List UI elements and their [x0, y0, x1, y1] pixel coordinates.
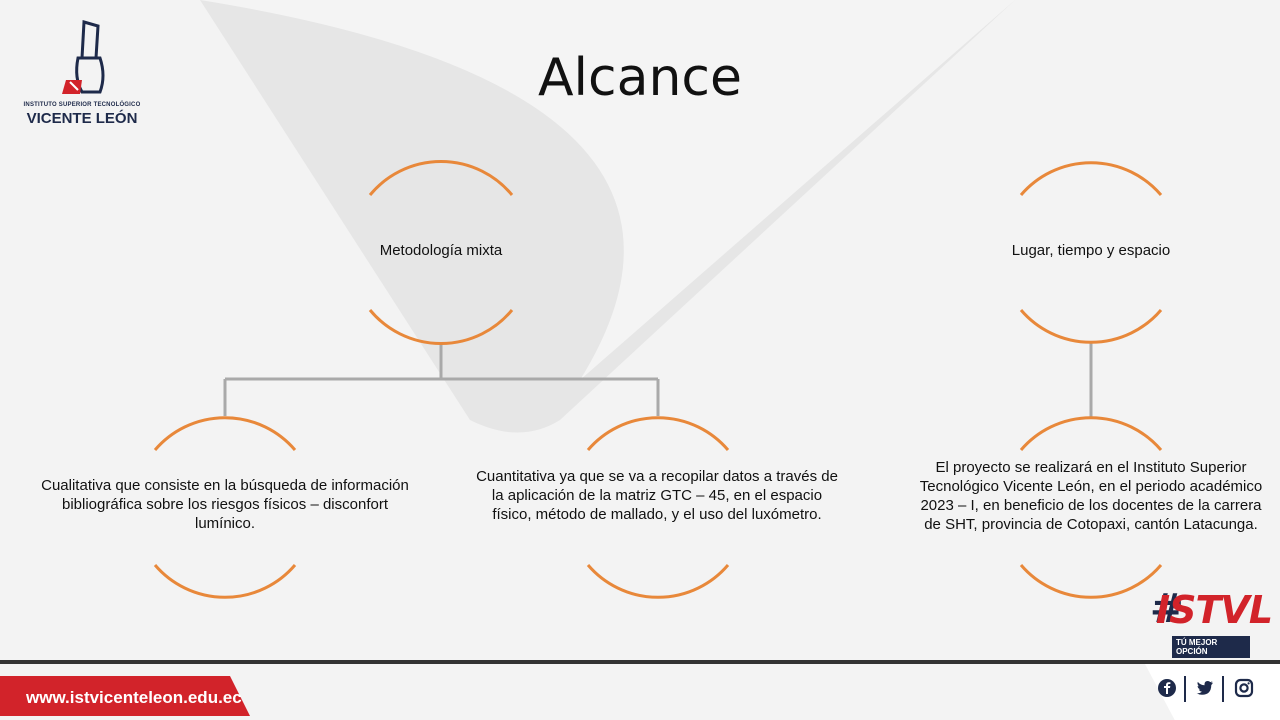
logo-name: VICENTE LEÓN: [26, 110, 138, 127]
website-link[interactable]: www.istvicenteleon.edu.ec: [26, 688, 242, 707]
social-separator-2: [1222, 676, 1224, 702]
node-child-left-1-arcs: [153, 416, 297, 599]
instagram-icon[interactable]: [1233, 678, 1255, 700]
node-child-left-1-label: Cualitativa que consiste en la búsqueda …: [41, 477, 409, 532]
footer-divider: [0, 660, 1280, 664]
node-root-right-arcs: [1019, 161, 1163, 344]
institute-logo: INSTITUTO SUPERIOR TECNOLÓGICO VICENTE L…: [22, 18, 142, 128]
twitter-icon[interactable]: [1194, 678, 1216, 700]
node-child-right-arcs: [1019, 416, 1163, 599]
node-child-left-2-label: Cuantitativa ya que se va a recopilar da…: [476, 468, 838, 523]
social-separator-1: [1184, 676, 1186, 702]
istvl-name: ISTVL: [1156, 588, 1273, 632]
node-root-left-arcs: [368, 160, 514, 345]
node-child-left-2-arcs: [586, 416, 730, 599]
istvl-hash: #: [1150, 586, 1184, 632]
torch-hand-icon: [62, 20, 105, 94]
page-title: Alcance: [537, 48, 742, 108]
footer-url-bar: [0, 676, 250, 716]
istvl-badge: # ISTVL TÚ MEJOR OPCIÓN: [1150, 586, 1273, 658]
logo-subtitle: INSTITUTO SUPERIOR TECNOLÓGICO: [23, 102, 141, 108]
facebook-icon[interactable]: [1156, 678, 1178, 700]
node-child-right-label: El proyecto se realizará en el Instituto…: [919, 459, 1263, 533]
istvl-tagline: TÚ MEJOR OPCIÓN: [1172, 636, 1250, 658]
connector-left-trunk: [223, 342, 660, 416]
node-root-right-label: Lugar, tiempo y espacio: [1011, 242, 1171, 259]
node-root-left-label: Metodología mixta: [379, 242, 503, 259]
